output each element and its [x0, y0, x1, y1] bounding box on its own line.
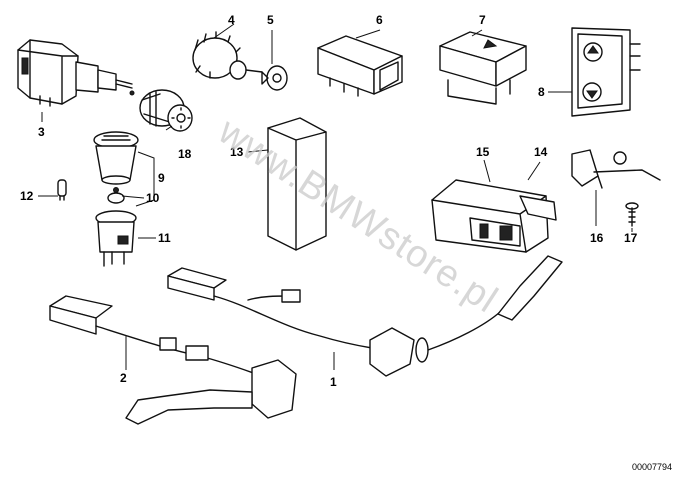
part-1-wiring-harness: [167, 255, 563, 377]
callout-15: 15: [476, 145, 490, 159]
callout-labels: 1 2 3 4 5 6 7 8 9 10 11 12 13 14 15 16 1…: [20, 13, 638, 389]
part-18-round-switch: [139, 89, 193, 132]
part-5-knob: [261, 65, 288, 91]
part-8-window-switch: [571, 27, 641, 117]
part-12-bulb: [57, 179, 67, 201]
callout-4: 4: [228, 13, 235, 27]
callout-14: 14: [534, 145, 548, 159]
callout-10: 10: [146, 191, 160, 205]
part-6-relay: [317, 35, 403, 97]
callout-11: 11: [158, 231, 171, 245]
callout-17: 17: [624, 231, 638, 245]
leader-lines: [38, 23, 633, 370]
callout-8: 8: [538, 85, 545, 99]
part-13-relay-block: [267, 117, 327, 251]
callout-3: 3: [38, 125, 45, 139]
callout-13: 13: [230, 145, 244, 159]
part-16-bracket: [571, 149, 661, 189]
part-3-brake-light-switch: [17, 39, 135, 107]
callout-1: 1: [330, 375, 337, 389]
reference-number: 00007794: [632, 462, 672, 472]
part-17-screw: [625, 202, 639, 227]
part-9-lighter-insert: [93, 131, 139, 185]
part-15-switch-panel: [431, 179, 549, 253]
callout-5: 5: [267, 13, 274, 27]
callout-6: 6: [376, 13, 383, 27]
callout-2: 2: [120, 371, 127, 385]
part-7-hazard-switch: [439, 31, 527, 105]
part-2-wiring-harness: [49, 295, 297, 425]
part-4-rotary-switch: [192, 31, 263, 80]
callout-9: 9: [158, 171, 165, 185]
callout-12: 12: [20, 189, 34, 203]
callout-7: 7: [479, 13, 486, 27]
part-14-bracket: [519, 195, 557, 221]
part-11-lighter-socket: [95, 210, 137, 267]
callout-18: 18: [178, 147, 192, 161]
part-10-lighter-element: [107, 187, 125, 204]
callout-16: 16: [590, 231, 604, 245]
